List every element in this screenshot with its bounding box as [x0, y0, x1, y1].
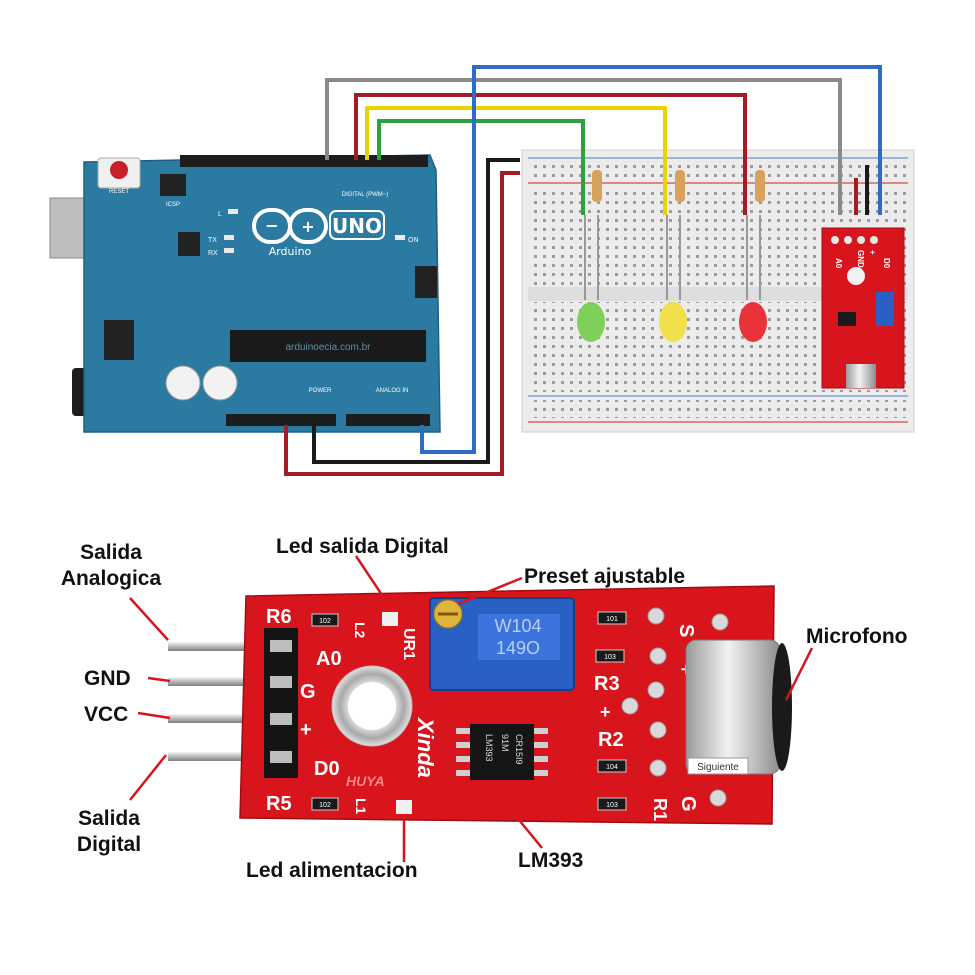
capacitor-2: [202, 365, 238, 401]
reset-button[interactable]: [110, 161, 128, 179]
smd-103: 103: [604, 654, 616, 661]
digital-header-label: DIGITAL (PWM~): [342, 192, 389, 198]
label-l1: L1: [353, 798, 369, 815]
callout-salida-digital-line2: Digital: [76, 833, 142, 856]
wire-black: [312, 158, 520, 464]
label-huya: HUYA: [346, 773, 385, 789]
callout-salida-analogica-line2: Analogica: [60, 567, 162, 590]
label-r1: R1: [650, 798, 670, 821]
wire-blue: [420, 65, 882, 454]
callout-preset-ajustable: Preset ajustable: [524, 565, 686, 588]
callout-gnd: GND: [84, 667, 131, 690]
pot-code-2: 149O: [496, 638, 540, 658]
label-xinda: Xinda: [413, 716, 438, 778]
analog-header-label: ANALOG IN: [376, 388, 409, 394]
wire-yellow: [365, 106, 667, 215]
label-plus: +: [300, 719, 312, 741]
label-d0: D0: [314, 758, 340, 780]
board-brand: Arduino: [269, 245, 312, 258]
callout-lm393: LM393: [518, 849, 584, 872]
mini-label-a0: A0: [834, 258, 843, 269]
wire-red-bottom: [284, 171, 520, 476]
callout-salida-analogica-line1: Salida: [80, 541, 142, 564]
callout-lines: [129, 555, 814, 862]
label-r3: R3: [594, 673, 620, 695]
led-digital-smd: [382, 612, 398, 626]
callout-salida-digital-line1: Salida: [78, 807, 140, 830]
label-l2: L2: [352, 622, 368, 639]
smd-201: 101: [606, 616, 618, 623]
mini-label-plus: +: [868, 250, 877, 255]
potentiometer: W104 149O: [429, 597, 575, 691]
smd-104: 104: [606, 764, 618, 771]
atmega-chip: [230, 330, 426, 362]
callout-salida-analogica: Salida Analogica: [56, 540, 166, 592]
led-power-smd: [396, 800, 412, 814]
sensor-module: R6 A0 G + D0 R5 R3 R2 R1 + S + G Xinda U…: [168, 585, 792, 825]
wire-red-top: [354, 93, 747, 215]
label-r2: R2: [598, 729, 624, 751]
svg-text:−: −: [265, 216, 278, 235]
led-label-l: L: [218, 211, 222, 218]
power-header: [226, 414, 336, 426]
label-g: G: [300, 681, 316, 703]
mic-tag: Siguiente: [697, 762, 739, 773]
chip-mark-2: 91M: [500, 734, 510, 752]
smd-103-bottom: 103: [606, 802, 618, 809]
watermark: arduinoecia.com.br: [285, 342, 371, 353]
chip-mark-3: CR15I9: [514, 734, 524, 765]
label-plus-right: +: [600, 702, 611, 722]
leds: [577, 215, 767, 342]
power-header-label: POWER: [309, 388, 332, 394]
callout-led-alimentacion: Led alimentacion: [246, 859, 418, 882]
reset-label: RESET: [109, 189, 129, 195]
wire-gray: [325, 78, 842, 215]
red-led: [739, 302, 767, 342]
label-ur1: UR1: [400, 628, 417, 660]
mini-label-d0: D0: [882, 258, 891, 269]
microphone: Siguiente: [685, 639, 792, 775]
analog-header: [346, 414, 430, 426]
label-s: S: [675, 624, 697, 637]
wires: [284, 65, 882, 476]
green-led: [577, 302, 605, 342]
breadboard-sound-sensor: A0 GND + D0: [821, 227, 905, 389]
capacitor-1: [165, 365, 201, 401]
arduino-uno-board: RESET ICSP DIGITAL (PWM~) − + UNO Arduin…: [49, 154, 441, 433]
sensor-pcb: [239, 585, 775, 825]
led-label-tx: TX: [208, 237, 217, 244]
wiring-diagram: RESET ICSP DIGITAL (PWM~) − + UNO Arduin…: [49, 65, 915, 476]
callout-microfono: Microfono: [806, 625, 908, 648]
chip-mark-1: LM393: [484, 734, 494, 762]
smd-102-top: 102: [319, 618, 331, 625]
mini-label-gnd: GND: [856, 250, 865, 268]
svg-text:+: +: [301, 217, 314, 236]
led-label-on: ON: [408, 237, 419, 244]
board-model: UNO: [332, 214, 382, 238]
icsp-label: ICSP: [166, 202, 180, 208]
smd-102-bottom: 102: [319, 802, 331, 809]
callout-salida-digital: Salida Digital: [54, 806, 164, 858]
solder-pads: [621, 607, 729, 807]
callout-led-salida-digital: Led salida Digital: [276, 535, 449, 558]
digital-header: [180, 155, 428, 167]
label-g-right: G: [677, 796, 699, 812]
yellow-led: [659, 302, 687, 342]
lm393-chip: LM393 91M CR15I9: [456, 724, 548, 780]
callout-vcc: VCC: [84, 703, 129, 726]
header-pins: [168, 642, 278, 761]
resistors: [592, 170, 765, 202]
led-label-rx: RX: [208, 250, 218, 257]
arduino-infinity-logo-right: [288, 208, 328, 244]
wire-green: [377, 119, 585, 215]
pot-code: W104: [494, 616, 541, 636]
label-r5: R5: [266, 793, 292, 815]
label-a0: A0: [316, 648, 342, 670]
label-r6: R6: [266, 606, 292, 628]
